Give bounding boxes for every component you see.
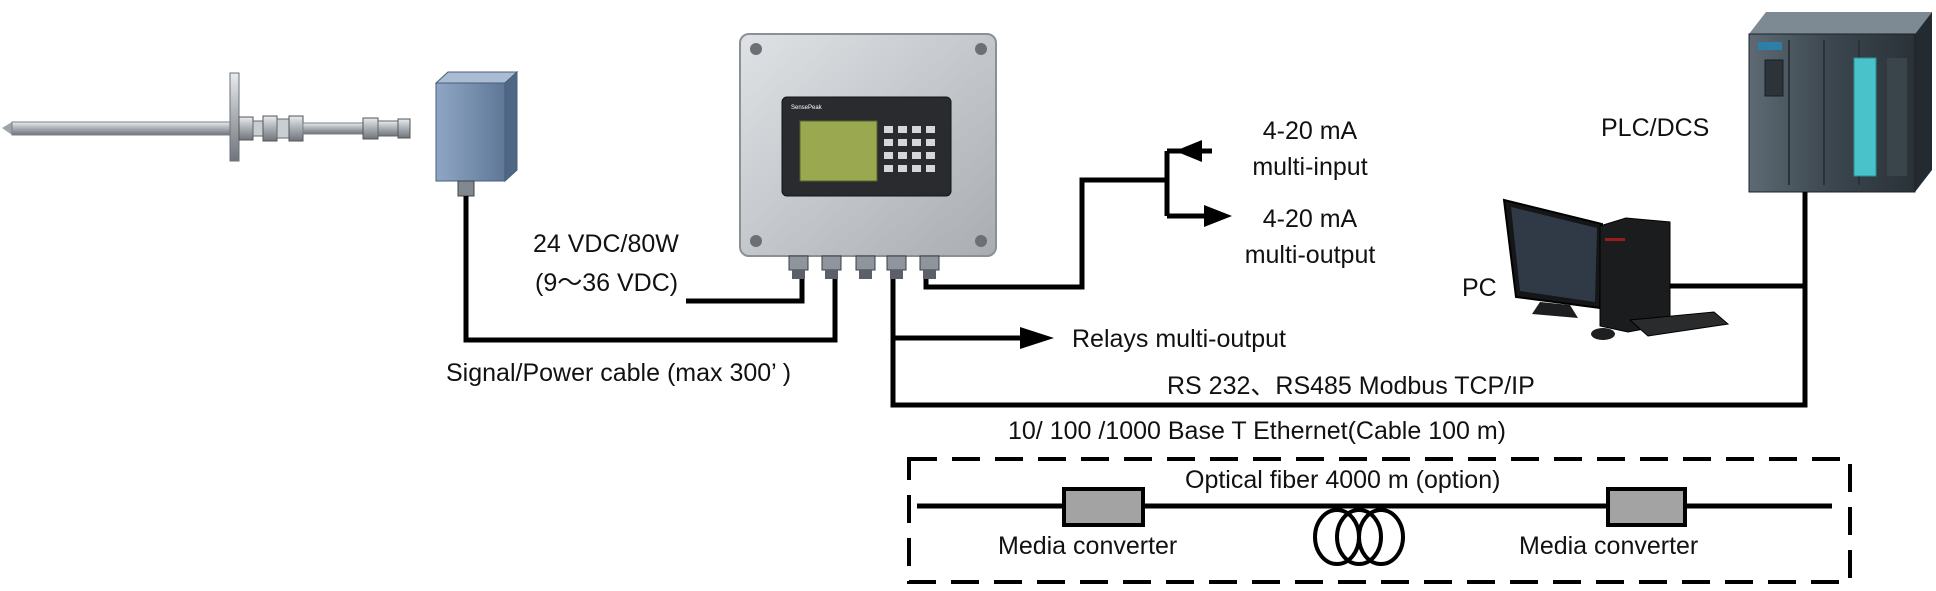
input-label-line1: 4-20 mA [1262, 117, 1358, 145]
device-brand: SensePeak [791, 105, 823, 111]
rs-protocol-label: RS 232、RS485 Modbus TCP/IP [1167, 372, 1535, 400]
pc-icon [1502, 198, 1730, 340]
analog-bus [923, 177, 1167, 290]
media-converter-right-label: Media converter [1519, 532, 1699, 560]
plc-rack-icon [1748, 12, 1932, 193]
power-spec-label: 24 VDC/80W [533, 230, 679, 258]
wiring [463, 148, 1832, 509]
probe-icon [2, 70, 519, 197]
ethernet-label: 10/ 100 /1000 Base T Ethernet(Cable 100 … [1008, 417, 1507, 445]
power-cable [686, 279, 805, 304]
power-range-label: (9～36 VDC) [535, 269, 679, 297]
output-label-line1: 4-20 mA [1262, 205, 1358, 233]
signal-power-cable [463, 196, 838, 343]
output-arrow-icon [1204, 205, 1232, 227]
input-label-line2: multi-input [1252, 153, 1368, 181]
pc-label: PC [1462, 274, 1497, 302]
plc-label: PLC/DCS [1601, 114, 1710, 142]
output-label-line2: multi-output [1244, 241, 1376, 269]
relays-label: Relays multi-output [1072, 325, 1286, 353]
fiber-coil-icon [1313, 508, 1405, 566]
media-converter-left-icon [1062, 487, 1145, 527]
relay-arrow-icon [1020, 327, 1054, 349]
media-converter-left-label: Media converter [998, 532, 1178, 560]
transmitter-enclosure-icon: SensePeak [739, 33, 997, 279]
fiber-label: Optical fiber 4000 m (option) [1185, 466, 1501, 494]
rs-network-cable [890, 192, 1808, 408]
media-converter-right-icon [1606, 487, 1687, 527]
input-arrow-icon [1175, 140, 1202, 162]
signal-cable-label: Signal/Power cable (max 300’ ) [446, 359, 792, 387]
optional-fiber-region [907, 457, 1852, 584]
